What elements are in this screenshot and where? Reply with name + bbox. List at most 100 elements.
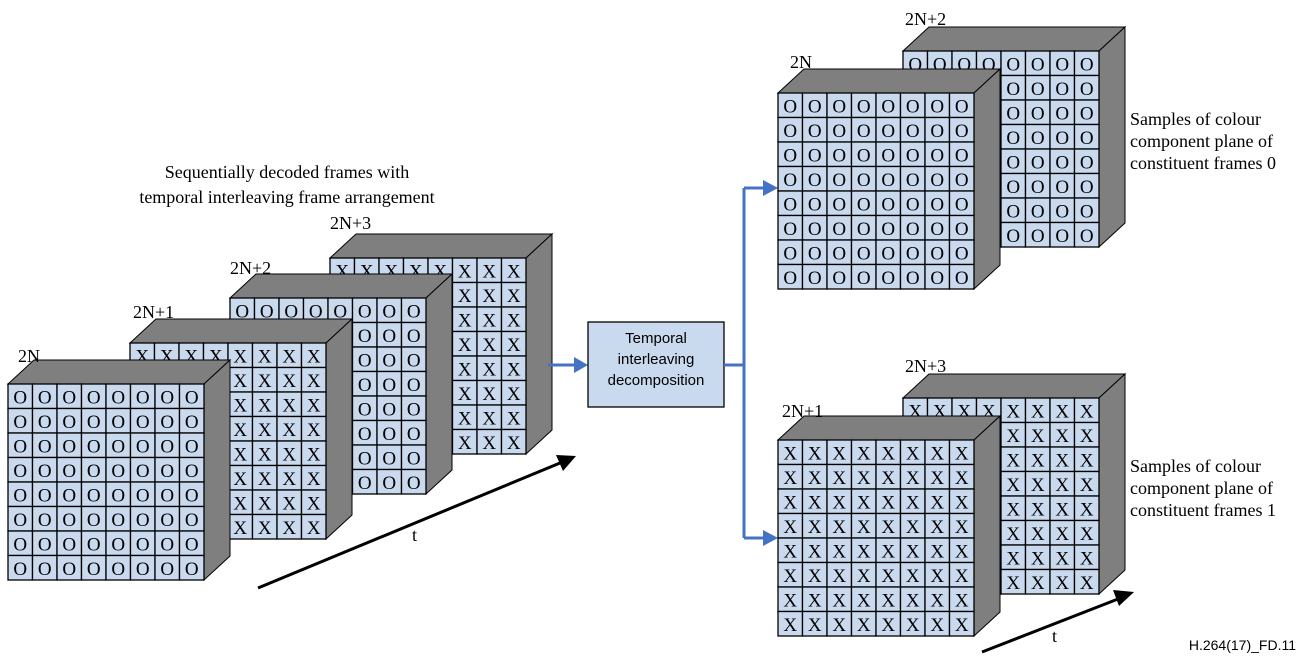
sample-symbol: O: [955, 268, 969, 289]
sample-symbol: X: [906, 492, 920, 513]
sample-symbol: X: [1006, 401, 1020, 422]
sample-cell: [899, 165, 926, 192]
output-top-caption-line-2: component plane of: [1130, 131, 1273, 151]
sample-cell: [154, 481, 181, 508]
sample-cell: [1073, 421, 1100, 448]
sample-symbol: X: [307, 371, 321, 392]
frame-label: 2N+2: [905, 9, 946, 29]
sample-cell: [948, 141, 975, 168]
sample-cell: [826, 537, 853, 564]
sample-symbol: O: [13, 485, 27, 506]
sample-symbol: X: [1006, 548, 1020, 569]
output-bottom-caption-line-1: Samples of colour: [1130, 456, 1261, 476]
sample-symbol: X: [906, 590, 920, 611]
sample-symbol: O: [832, 145, 846, 166]
sample-cell: [777, 239, 804, 266]
sample-symbol: O: [87, 559, 101, 580]
sample-symbol: O: [407, 350, 421, 371]
sample-cell: [251, 440, 278, 467]
sample-symbol: O: [136, 559, 150, 580]
sample-symbol: X: [881, 541, 895, 562]
sample-symbol: X: [282, 395, 296, 416]
process-box-line-3: decomposition: [608, 372, 705, 389]
sample-cell: [129, 456, 156, 483]
sample-cell: [801, 92, 828, 119]
sample-symbol: O: [62, 534, 76, 555]
sample-cell: [178, 432, 205, 459]
sample-symbol: X: [233, 371, 247, 392]
sample-symbol: X: [857, 615, 871, 636]
sample-symbol: X: [955, 443, 969, 464]
input-caption-line-1: Sequentially decoded frames with: [165, 162, 409, 182]
sample-symbol: O: [13, 510, 27, 531]
sample-symbol: O: [13, 387, 27, 408]
sample-cell: [400, 321, 427, 348]
sample-cell: [105, 554, 132, 581]
sample-symbol: X: [507, 286, 521, 307]
sample-symbol: X: [783, 492, 797, 513]
sample-symbol: O: [87, 510, 101, 531]
sample-symbol: O: [1031, 54, 1045, 75]
sample-symbol: X: [930, 541, 944, 562]
sample-cell: [1000, 568, 1027, 595]
sample-cell: [500, 257, 527, 284]
sample-cell: [1024, 446, 1051, 473]
sample-symbol: O: [160, 559, 174, 580]
sample-symbol: O: [62, 510, 76, 531]
sample-symbol: O: [136, 510, 150, 531]
sample-symbol: O: [930, 243, 944, 264]
sample-cell: [1024, 519, 1051, 546]
sample-symbol: O: [62, 461, 76, 482]
sample-symbol: X: [783, 541, 797, 562]
sample-symbol: O: [1031, 128, 1045, 149]
sample-cell: [1073, 519, 1100, 546]
sample-cell: [801, 488, 828, 515]
sample-symbol: O: [136, 387, 150, 408]
sample-cell: [500, 428, 527, 455]
sample-symbol: O: [62, 412, 76, 433]
sample-symbol: O: [1080, 103, 1094, 124]
sample-symbol: X: [307, 493, 321, 514]
sample-symbol: X: [1080, 450, 1094, 471]
sample-symbol: X: [458, 408, 472, 429]
sample-cell: [178, 554, 205, 581]
sample-cell: [251, 415, 278, 442]
sample-cell: [400, 395, 427, 422]
temporal-interleaving-decomposition-box: Temporal interleaving decomposition: [587, 321, 725, 408]
sample-symbol: X: [906, 468, 920, 489]
sample-symbol: O: [808, 121, 822, 142]
sample-cell: [129, 407, 156, 434]
sample-symbol: O: [382, 399, 396, 420]
sample-symbol: O: [38, 436, 52, 457]
sample-symbol: O: [1055, 54, 1069, 75]
sample-symbol: X: [482, 261, 496, 282]
sample-cell: [7, 432, 34, 459]
frame-label: 2N+1: [782, 401, 823, 421]
sample-cell: [1073, 221, 1100, 248]
sample-symbol: O: [1055, 152, 1069, 173]
sample-symbol: O: [783, 121, 797, 142]
sample-symbol: O: [13, 559, 27, 580]
sample-symbol: X: [1006, 499, 1020, 520]
sample-symbol: O: [832, 219, 846, 240]
sample-symbol: O: [136, 534, 150, 555]
sample-cell: [500, 379, 527, 406]
sample-symbol: X: [507, 335, 521, 356]
sample-symbol: X: [832, 615, 846, 636]
sample-symbol: X: [258, 469, 272, 490]
frame-label: 2N+3: [330, 213, 371, 233]
sample-symbol: X: [307, 518, 321, 539]
sample-symbol: X: [857, 566, 871, 587]
sample-cell: [899, 610, 926, 637]
sample-symbol: O: [87, 436, 101, 457]
sample-symbol: X: [930, 566, 944, 587]
sample-symbol: O: [783, 219, 797, 240]
sample-symbol: X: [1031, 426, 1045, 447]
sample-symbol: X: [930, 615, 944, 636]
sample-cell: [948, 239, 975, 266]
sample-symbol: O: [857, 145, 871, 166]
input-arrow: [548, 357, 588, 373]
sample-symbol: O: [857, 219, 871, 240]
sample-symbol: O: [857, 170, 871, 191]
